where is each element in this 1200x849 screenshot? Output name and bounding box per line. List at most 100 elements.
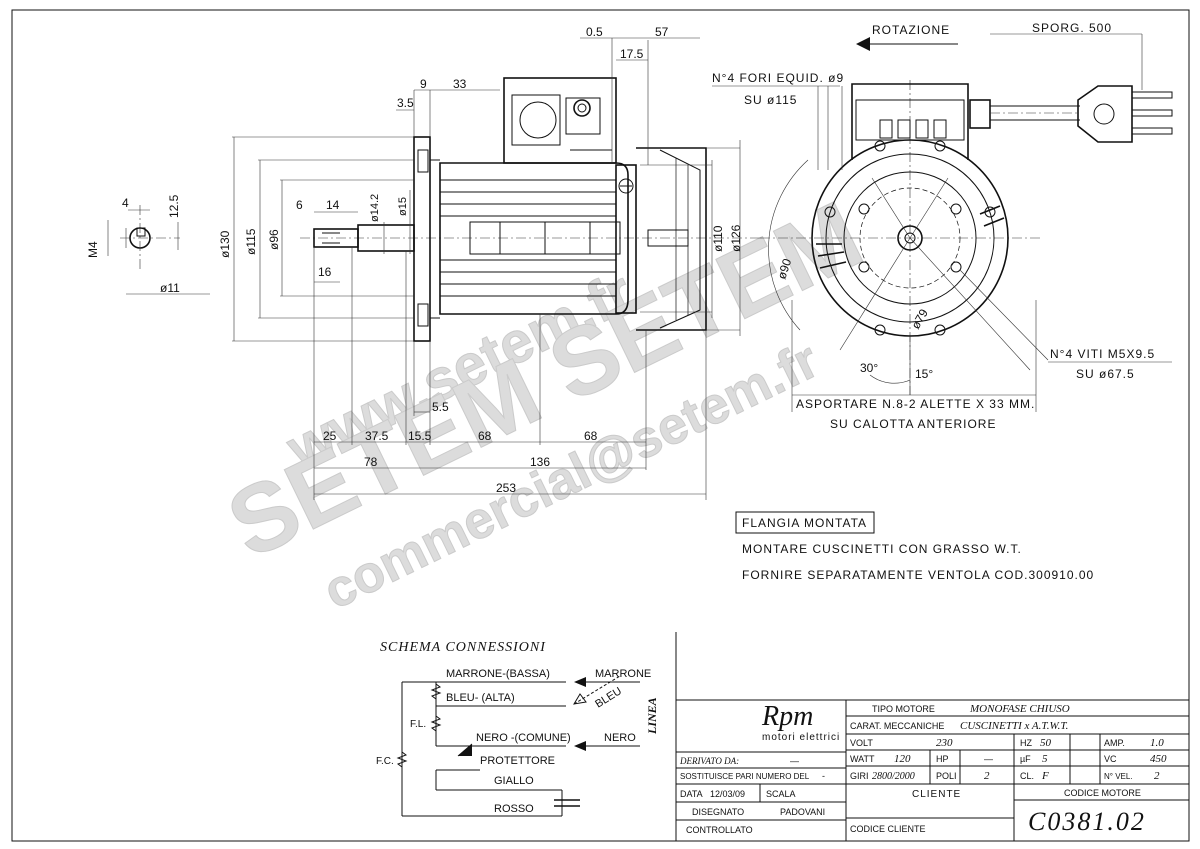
label-cl: CL. [1020, 771, 1034, 781]
line-nero: NERO [604, 732, 636, 744]
value-giri: 2800/2000 [872, 771, 915, 782]
dim-136: 136 [530, 455, 550, 469]
value-volt: 230 [936, 737, 953, 749]
dim-d79: ø79 [908, 306, 931, 331]
dim-shaft-thread: M4 [86, 241, 100, 258]
label-tipo-motore: TIPO MOTORE [872, 704, 935, 714]
sheet-border [11, 9, 1190, 842]
dim-d14-2: ø14.2 [369, 194, 381, 222]
motor-side-view [232, 37, 760, 500]
label-controllato: CONTROLLATO [686, 825, 753, 835]
dim-angle-30: 30° [860, 361, 878, 375]
dim-d115: ø115 [244, 228, 258, 255]
label-giri: GIRI [850, 771, 869, 781]
label-linea: LINEA [645, 697, 659, 735]
note-fan: FORNIRE SEPARATAMENTE VENTOLA COD.300910… [742, 568, 1094, 582]
label-hz: HZ [1020, 738, 1032, 748]
dim-15-5: 15.5 [408, 429, 432, 443]
value-codice-motore: C0381.02 [1028, 807, 1146, 836]
dim-d130: ø130 [218, 230, 232, 258]
value-n-vel: 2 [1154, 770, 1160, 782]
label-cliente: CLIENTE [912, 789, 961, 800]
note-front-cap: SU CALOTTA ANTERIORE [830, 417, 996, 431]
dim-6: 6 [296, 198, 303, 212]
label-holes-pcd: SU ø115 [744, 93, 797, 107]
wire-rosso: ROSSO [494, 803, 534, 815]
line-marrone: MARRONE [595, 668, 651, 680]
label-screws-pcd: SU ø67.5 [1076, 367, 1135, 381]
label-hp: HP [936, 754, 949, 764]
label-data: DATA [680, 789, 703, 799]
label-screws: N°4 VITI M5X9.5 [1050, 347, 1155, 361]
label-rotation: ROTAZIONE [872, 23, 950, 37]
note-remove-fins: ASPORTARE N.8-2 ALETTE X 33 MM. [796, 397, 1035, 411]
dim-68-right: 68 [584, 429, 598, 443]
wire-giallo: GIALLO [494, 775, 534, 787]
dim-33: 33 [453, 77, 467, 91]
label-volt: VOLT [850, 738, 873, 748]
label-holes: N°4 FORI EQUID. ø9 [712, 71, 844, 85]
side-view-dimensions: ø130 ø115 ø96 ø14.2 ø15 6 14 16 9 33 3.5… [218, 25, 743, 495]
value-data: 12/03/09 [710, 789, 745, 799]
value-carat-meccaniche: CUSCINETTI x A.T.W.T. [960, 720, 1068, 732]
dim-d110: ø110 [711, 225, 725, 252]
shaft-section-detail: 4 12.5 M4 ø11 [86, 194, 210, 295]
label-fl: F.L. [410, 719, 426, 730]
front-view-labels: ROTAZIONE SPORG. 500 N°4 FORI EQUID. ø9 … [712, 21, 1155, 431]
dim-78: 78 [364, 455, 378, 469]
dim-17-5: 17.5 [620, 47, 644, 61]
dim-d15: ø15 [397, 197, 409, 216]
wire-bleu-alta: BLEU- (ALTA) [446, 692, 515, 704]
value-amp: 1.0 [1150, 737, 1164, 749]
label-carat-meccaniche: CARAT. MECCANICHE [850, 721, 944, 731]
value-vc: 450 [1150, 753, 1167, 765]
notes: FLANGIA MONTATA MONTARE CUSCINETTI CON G… [735, 511, 1094, 582]
label-fc: F.C. [376, 756, 394, 767]
dim-0-5: 0.5 [586, 25, 603, 39]
motor-front-view [712, 33, 1173, 412]
dim-angle-15: 15° [915, 367, 933, 381]
value-tipo-motore: MONOFASE CHIUSO [969, 703, 1070, 715]
dim-14: 14 [326, 198, 340, 212]
label-watt: WATT [850, 754, 875, 764]
wire-nero-comune: NERO -(COMUNE) [476, 732, 571, 744]
label-codice-motore: CODICE MOTORE [1064, 788, 1141, 798]
wire-marrone-bassa: MARRONE-(BASSA) [446, 668, 550, 680]
company-subtitle: motori elettrici [762, 732, 840, 743]
value-cl: F [1041, 770, 1049, 782]
label-disegnato: DISEGNATO [692, 807, 744, 817]
label-amp: AMP. [1104, 738, 1125, 748]
label-uf: µF [1020, 754, 1031, 764]
label-poli: POLI [936, 771, 957, 781]
dim-9: 9 [420, 77, 427, 91]
label-n-vel: N° VEL. [1104, 772, 1133, 781]
value-sostituisce: - [822, 771, 825, 781]
label-codice-cliente: CODICE CLIENTE [850, 824, 926, 834]
value-hz: 50 [1040, 737, 1052, 749]
value-disegnato: PADOVANI [780, 807, 825, 817]
label-cable-length: SPORG. 500 [1032, 21, 1112, 35]
dim-253: 253 [496, 481, 516, 495]
value-hp: — [984, 754, 993, 764]
dim-shaft-diameter: ø11 [160, 281, 180, 295]
flange-note-box [735, 511, 875, 534]
dim-68-left: 68 [478, 429, 492, 443]
label-sostituisce: SOSTITUISCE PARI NUMERO DEL [680, 772, 810, 781]
label-scala: SCALA [766, 789, 796, 799]
title-block: Rpm motori elettrici DERIVATO DA: — SOST… [675, 632, 1189, 841]
dim-shaft-key-width: 4 [122, 196, 129, 210]
dim-5-5: 5.5 [432, 400, 449, 414]
dim-57: 57 [655, 25, 669, 39]
value-derivato-da: — [790, 756, 799, 766]
label-vc: VC [1104, 754, 1117, 764]
schema-title: SCHEMA CONNESSIONI [380, 640, 546, 655]
note-flange: FLANGIA MONTATA [742, 516, 867, 530]
value-watt: 120 [894, 753, 911, 765]
dim-d126: ø126 [729, 224, 743, 252]
label-protettore: PROTETTORE [480, 755, 555, 767]
dim-d96: ø96 [267, 229, 281, 250]
label-derivato-da: DERIVATO DA: [679, 756, 739, 766]
dim-16: 16 [318, 265, 332, 279]
